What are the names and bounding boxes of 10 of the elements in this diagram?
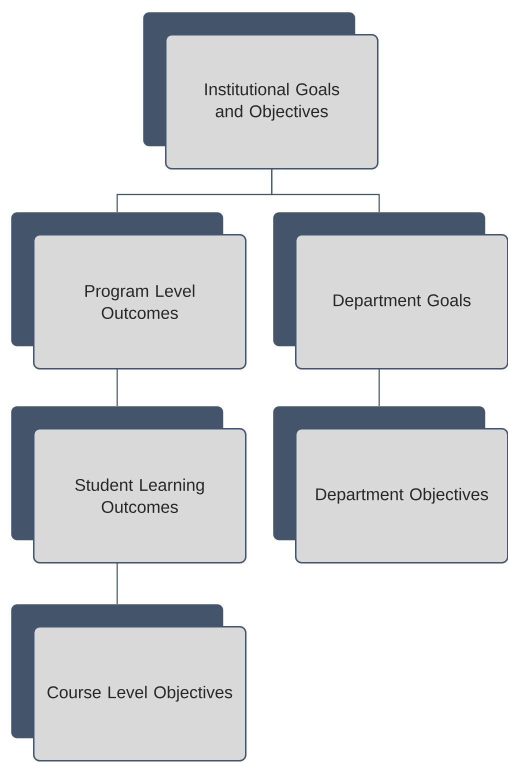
stacked-box: Department Objectives xyxy=(273,406,508,564)
connector-line xyxy=(116,564,118,604)
stacked-box: Student Learning Outcomes xyxy=(11,406,246,564)
stacked-box: Course Level Objectives xyxy=(11,604,246,762)
connector-line xyxy=(271,170,380,212)
connector-line xyxy=(116,370,118,406)
stacked-box: Institutional Goals and Objectives xyxy=(143,12,378,170)
connector-line xyxy=(378,370,380,406)
stacked-box: Department Goals xyxy=(273,212,508,370)
stacked-box: Program Level Outcomes xyxy=(11,212,246,370)
